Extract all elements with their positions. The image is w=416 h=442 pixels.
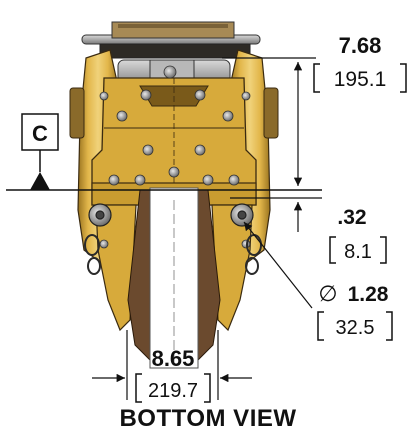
trolley-assembly <box>69 21 279 369</box>
width-mm-bracket <box>135 373 211 403</box>
hole-inch-value: 1.28 <box>348 283 389 306</box>
hole-mm-bracket <box>317 311 393 341</box>
hole-diameter-symbol: ∅ <box>318 282 337 307</box>
height-dimension <box>222 57 316 186</box>
hole-mm-value: 32.5 <box>336 317 375 339</box>
width-inch-value: 8.65 <box>152 346 195 371</box>
offset-mm-bracket <box>329 236 387 264</box>
offset-dimension <box>230 197 322 232</box>
offset-mm-value: 8.1 <box>344 241 372 263</box>
view-title: BOTTOM VIEW <box>119 405 297 432</box>
datum-c <box>21 113 59 190</box>
height-mm-bracket <box>313 63 407 93</box>
width-mm-value: 219.7 <box>148 380 198 402</box>
hole-leader-line <box>243 221 313 309</box>
offset-inch-value: .32 <box>337 206 366 229</box>
height-mm-value: 195.1 <box>334 68 387 91</box>
datum-label: C <box>32 121 48 146</box>
height-inch-value: 7.68 <box>339 33 382 58</box>
width-dimension <box>92 330 252 400</box>
